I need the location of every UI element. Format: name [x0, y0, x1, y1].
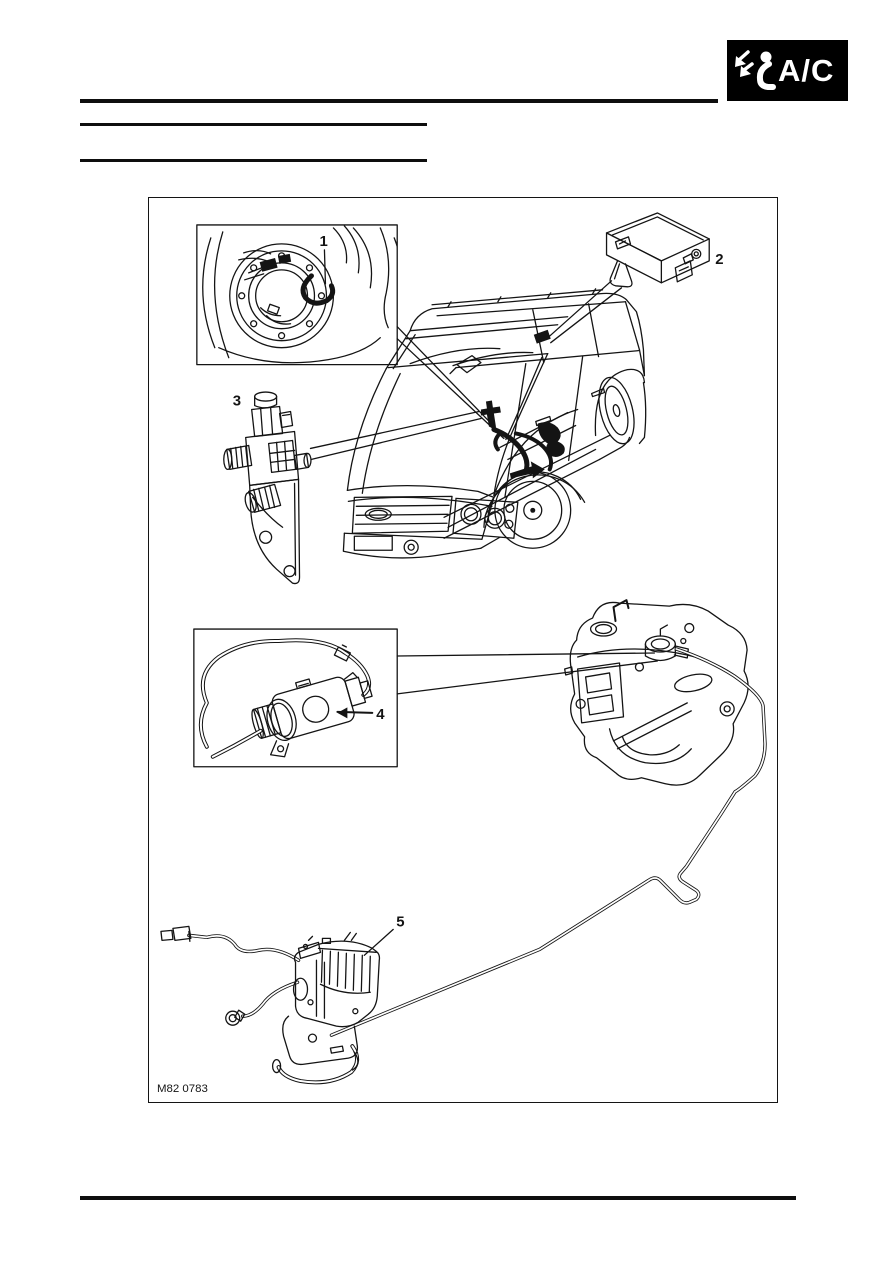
- callout-4: 4: [376, 706, 385, 723]
- footer-rule: [80, 1196, 796, 1200]
- callout-1: 1: [319, 233, 327, 250]
- ac-section-badge: A/C: [727, 40, 848, 101]
- figure-code: M82 0783: [157, 1083, 208, 1095]
- fuel-pickup-inset: 1: [196, 224, 398, 366]
- figure-box: 1 2: [148, 197, 778, 1103]
- fuel-tank: [564, 599, 749, 786]
- callout-5: 5: [396, 913, 404, 930]
- callout-3: 3: [233, 393, 241, 410]
- heading-underline-2: [80, 159, 427, 162]
- vehicle-illustration: [342, 288, 647, 559]
- fuel-supply-line: [329, 647, 767, 1037]
- hvac-vent-person-icon: [735, 49, 776, 90]
- heater-system-illustration: 1 2: [157, 212, 767, 1095]
- leader-lines: [309, 280, 659, 695]
- fuel-burning-heater: 5: [160, 913, 405, 1085]
- coolant-valve: 3: [223, 391, 312, 585]
- heading-underline-1: [80, 123, 427, 126]
- fuel-metering-pump-inset: 4: [193, 628, 398, 768]
- callout-2: 2: [715, 251, 723, 268]
- header-rule: [80, 99, 718, 103]
- heater-control-module: 2: [605, 212, 724, 288]
- ac-badge-label: A/C: [778, 53, 835, 88]
